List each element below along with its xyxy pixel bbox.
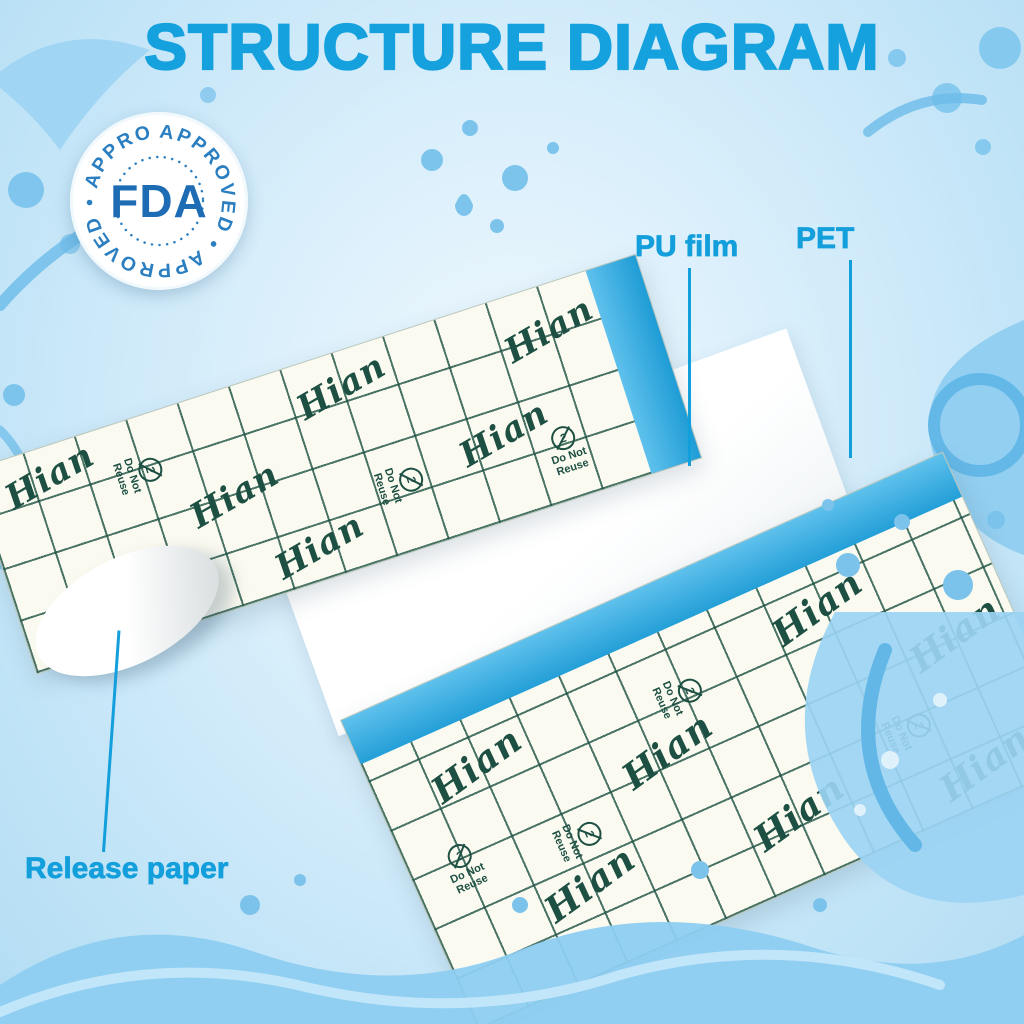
- callout-release-paper: Release paper: [25, 852, 229, 886]
- callout-pu-film: PU film: [635, 230, 739, 264]
- callout-line-pet: [849, 260, 852, 458]
- splash-top-center-droplets: [421, 120, 559, 233]
- callout-pet: PET: [796, 222, 855, 256]
- page-title: STRUCTURE DIAGRAM: [143, 10, 880, 84]
- badge-center-text: FDA: [110, 175, 208, 227]
- callout-line-pu-film: [688, 268, 691, 466]
- fda-approved-badge: APPROVED • APPROVED • APPROVED • FDA: [70, 112, 248, 290]
